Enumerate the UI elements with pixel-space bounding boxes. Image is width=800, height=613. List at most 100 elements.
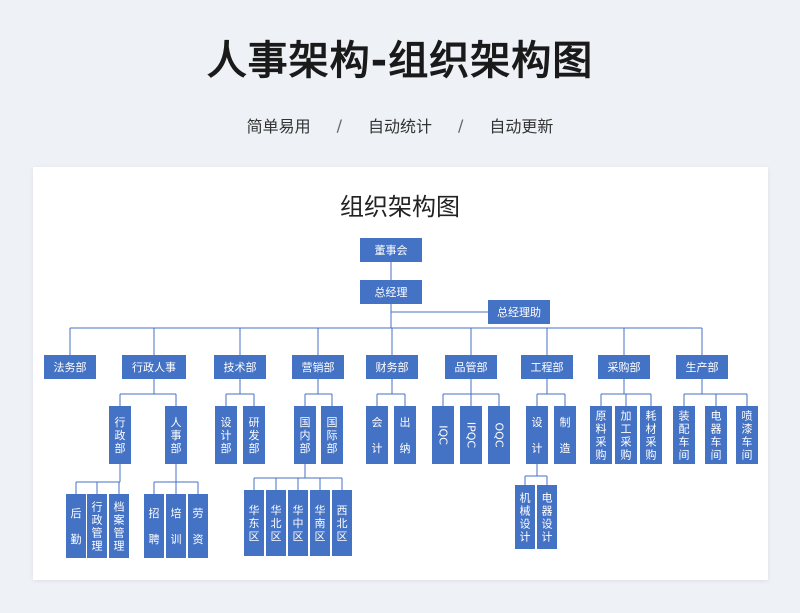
tag-separator: / (458, 115, 464, 135)
org-node-central: 华中区 (288, 490, 308, 556)
org-node-char: 工 (621, 423, 632, 436)
org-node-char: 计 (221, 429, 232, 442)
org-node-admin-mgmt: 行政管理 (87, 494, 107, 558)
org-node-domestic: 国内部 (294, 406, 316, 464)
org-node-box (488, 300, 550, 324)
org-node-char: 华 (249, 503, 260, 517)
org-node-char: 国 (300, 416, 311, 429)
org-node-label: OQC (493, 423, 506, 448)
org-node-char: 加 (621, 410, 632, 423)
org-node-box (394, 406, 416, 464)
org-node-label: 财务部 (376, 360, 409, 374)
org-node-assembly: 装配车间 (673, 406, 695, 464)
org-node-label: 董事会 (375, 244, 408, 257)
org-node-label: 西北区 (337, 504, 348, 543)
org-node-box (294, 406, 316, 464)
org-node-char: 会 (372, 416, 383, 429)
org-node-box (166, 494, 186, 558)
org-node-eng-design: 设计 (526, 406, 548, 464)
org-node-char: 设 (520, 518, 531, 531)
org-node-char: 华 (293, 503, 304, 517)
org-node-char: 发 (249, 428, 260, 442)
org-node-label: 会计 (372, 416, 383, 455)
org-node-purchase: 采购部 (598, 355, 650, 379)
org-node-electric: 电器车间 (705, 406, 727, 464)
org-node-box (705, 406, 727, 464)
org-node-box (590, 406, 612, 464)
org-node-gm-assist: 总经理助 (488, 300, 550, 324)
org-node-char: 行 (115, 416, 126, 429)
org-node-char: 车 (711, 435, 722, 449)
org-node-char: 计 (542, 531, 553, 544)
tag-easy-to-use: 简单易用 (246, 117, 311, 136)
org-node-south: 华南区 (310, 490, 330, 556)
org-node-char: 培 (171, 506, 182, 520)
org-node-label: 华东区 (249, 503, 260, 543)
org-node-box (366, 355, 418, 379)
org-node-box (109, 406, 131, 464)
org-node-char: 漆 (742, 423, 753, 436)
org-node-char: 训 (171, 533, 182, 546)
org-node-eng-make: 制造 (554, 406, 576, 464)
org-node-char: 北 (337, 517, 348, 530)
org-node-label: 喷漆车间 (742, 410, 753, 462)
org-node-box (445, 355, 497, 379)
org-node-char: 材 (646, 422, 657, 436)
org-node-training: 培训 (166, 494, 186, 558)
org-node-label: 后勤 (71, 507, 82, 546)
org-node-char: 案 (114, 513, 125, 527)
org-node-label: 机械设计 (520, 491, 531, 544)
org-node-box (640, 406, 662, 464)
org-node-box (165, 406, 187, 464)
org-node-char: 出 (400, 415, 411, 429)
org-node-char: 设 (221, 416, 232, 429)
org-node-char: 研 (249, 416, 260, 429)
org-node-char: 购 (596, 448, 607, 462)
org-node-elec-design: 电器设计 (537, 485, 557, 549)
org-node-box (598, 355, 650, 379)
org-node-label: 总经理助 (497, 305, 541, 319)
org-node-char: 制 (560, 416, 571, 429)
org-node-accounting: 会计 (366, 406, 388, 464)
org-node-box (537, 485, 557, 549)
org-node-eng: 工程部 (521, 355, 573, 379)
org-node-char: 机 (520, 491, 531, 505)
org-node-recruit: 招聘 (144, 494, 164, 558)
org-node-char: 事 (171, 429, 182, 442)
org-node-rnd: 研发部 (243, 406, 265, 464)
org-node-char: 纳 (400, 442, 411, 455)
org-node-box (673, 406, 695, 464)
org-node-char: 劳 (193, 507, 204, 520)
org-node-char: 勤 (71, 533, 82, 546)
org-node-north: 华北区 (266, 490, 286, 556)
org-node-box (215, 406, 237, 464)
org-node-char: 聘 (149, 532, 160, 546)
org-node-char: 理 (92, 540, 103, 553)
org-node-label: 华北区 (271, 503, 282, 543)
org-node-label: 行政部 (115, 416, 126, 455)
org-node-char: 管 (92, 526, 103, 540)
org-node-char: 间 (742, 449, 753, 462)
org-node-box (288, 490, 308, 556)
org-node-char: 部 (115, 441, 126, 455)
org-node-box (460, 406, 482, 464)
org-node-char: 部 (171, 441, 182, 455)
org-node-board: 董事会 (360, 238, 422, 262)
org-node-char: 器 (542, 505, 553, 518)
org-node-box (292, 355, 344, 379)
org-node-iqc: IQC (432, 406, 454, 464)
org-node-box (736, 406, 758, 464)
org-node-char: 配 (679, 423, 690, 436)
org-node-prod: 生产部 (676, 355, 728, 379)
org-node-char: 部 (327, 441, 338, 455)
org-node-label: 采购部 (608, 360, 641, 374)
org-node-gm: 总经理 (360, 280, 422, 304)
org-node-char: 部 (300, 441, 311, 455)
org-node-design: 设计部 (215, 406, 237, 464)
org-node-char: 部 (221, 441, 232, 455)
org-node-char: 购 (646, 448, 657, 462)
org-node-label: 耗材采购 (646, 410, 657, 462)
org-node-char: 计 (532, 442, 543, 455)
org-node-char: 造 (560, 441, 571, 455)
org-node-box (526, 406, 548, 464)
